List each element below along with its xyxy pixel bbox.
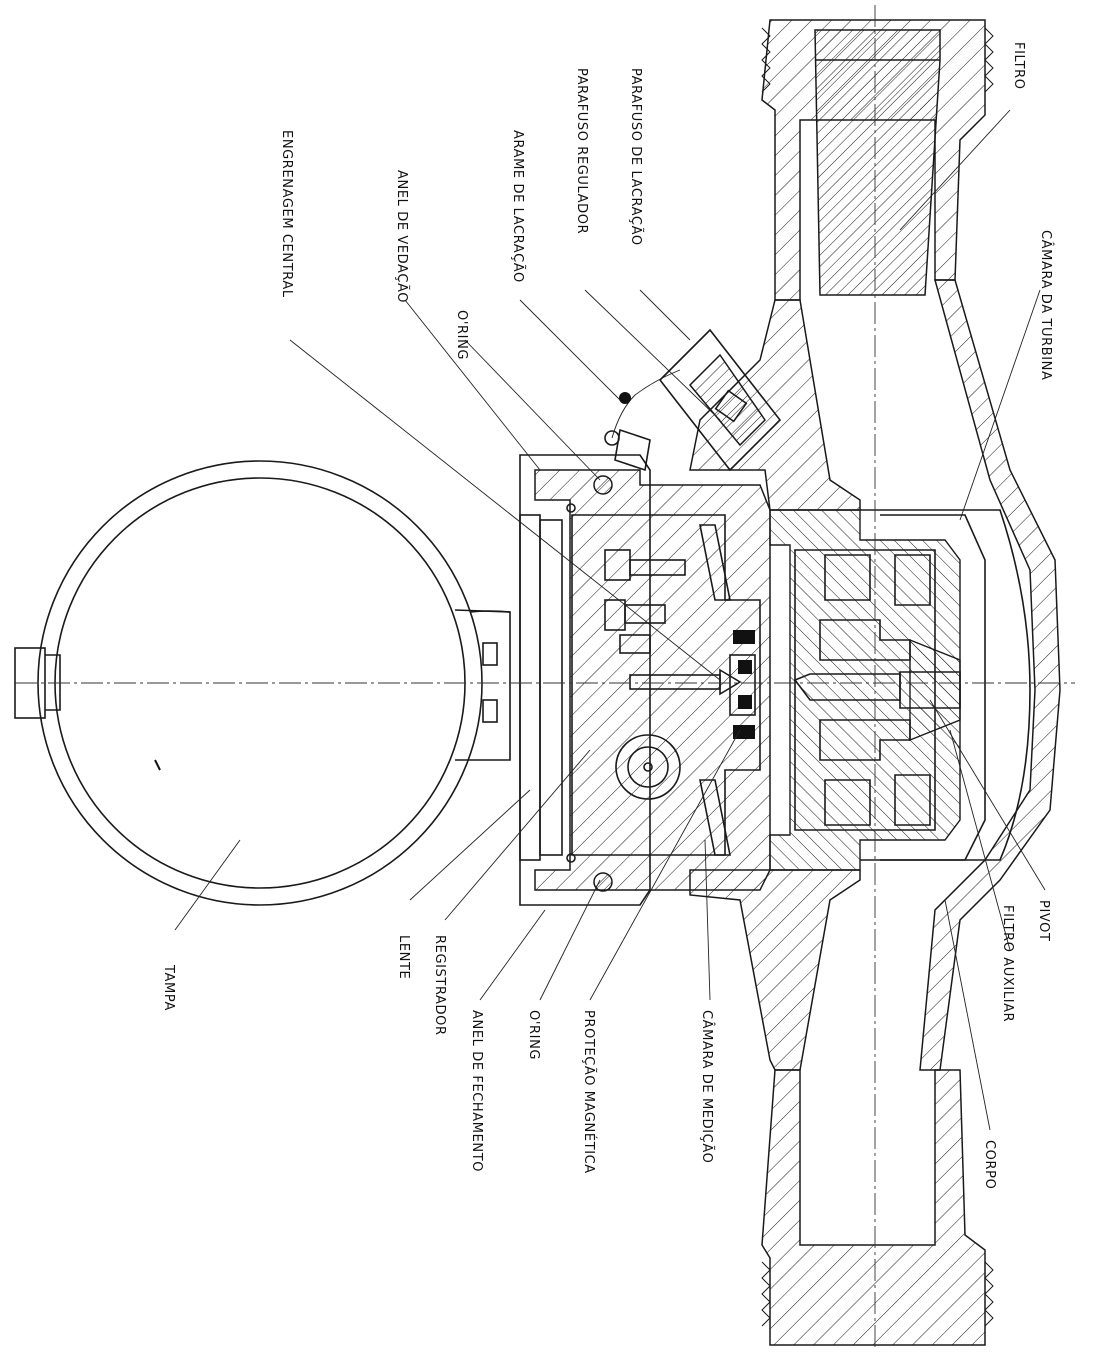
label-corpo: CORPO <box>982 1140 997 1189</box>
label-anel-fechamento: ANEL DE FECHAMENTO <box>469 1010 484 1172</box>
label-engrenagem-central: ENGRENAGEM CENTRAL <box>279 130 294 298</box>
label-registrador: REGISTRADOR <box>432 935 447 1036</box>
register-housing <box>519 454 771 906</box>
label-pivot: PIVOT <box>1036 900 1051 942</box>
seal-wire-bead <box>619 392 631 404</box>
part-labels: FILTRO CÂMARA DA TURBINA PARAFUSO DE LAC… <box>161 42 1054 1189</box>
label-camara-turbina: CÂMARA DA TURBINA <box>1038 230 1054 380</box>
label-oring-bottom: O'RING <box>526 1010 541 1060</box>
label-anel-vedacao: ANEL DE VEDAÇÃO <box>394 170 410 303</box>
filter <box>814 29 941 296</box>
measuring-chamber <box>769 509 961 871</box>
label-tampa: TAMPA <box>161 964 176 1011</box>
label-arame-lacracao: ARAME DE LACRAÇÃO <box>510 130 526 283</box>
label-parafuso-lacracao: PARAFUSO DE LACRAÇÃO <box>628 68 644 246</box>
label-camara-medicao: CÂMARA DE MEDIÇÃO <box>699 1010 715 1163</box>
label-lente: LENTE <box>396 935 411 979</box>
label-parafuso-regulador: PARAFUSO REGULADOR <box>574 68 589 234</box>
label-oring-top: O'RING <box>454 310 469 360</box>
magnetic-protection-block <box>733 630 755 644</box>
label-filtro-auxiliar: FILTRO AUXILIAR <box>1000 905 1015 1022</box>
label-protecao-magnetica: PROTEÇÃO MAGNÉTICA <box>581 1010 597 1174</box>
regulator-screw-assembly <box>604 328 782 472</box>
label-filtro: FILTRO <box>1011 42 1026 90</box>
leader-lines <box>174 109 1046 1131</box>
